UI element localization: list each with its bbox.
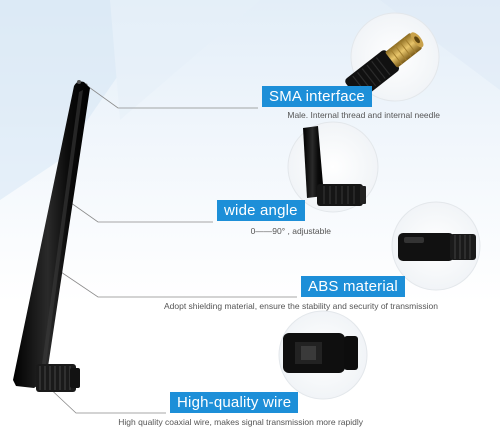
leader-lines [43, 84, 297, 414]
feature-title-wire: High-quality wire [170, 392, 299, 413]
hinge-closeup [278, 310, 368, 400]
abs-material-closeup [391, 201, 481, 291]
feature-desc-abs: Adopt shielding material, ensure the sta… [163, 301, 438, 311]
feature-title-abs: ABS material [301, 276, 405, 297]
antenna [13, 80, 90, 392]
feature-desc-sma: Male. Internal thread and internal needl… [287, 110, 440, 120]
feature-desc-wide-angle: 0——90° , adjustable [250, 226, 331, 236]
feature-desc-wire: High quality coaxial wire, makes signal … [118, 417, 363, 427]
feature-title-wide-angle: wide angle [217, 200, 305, 221]
wide-angle-closeup [287, 121, 379, 213]
feature-title-sma: SMA interface [262, 86, 372, 107]
sma-connector-closeup [345, 12, 440, 102]
